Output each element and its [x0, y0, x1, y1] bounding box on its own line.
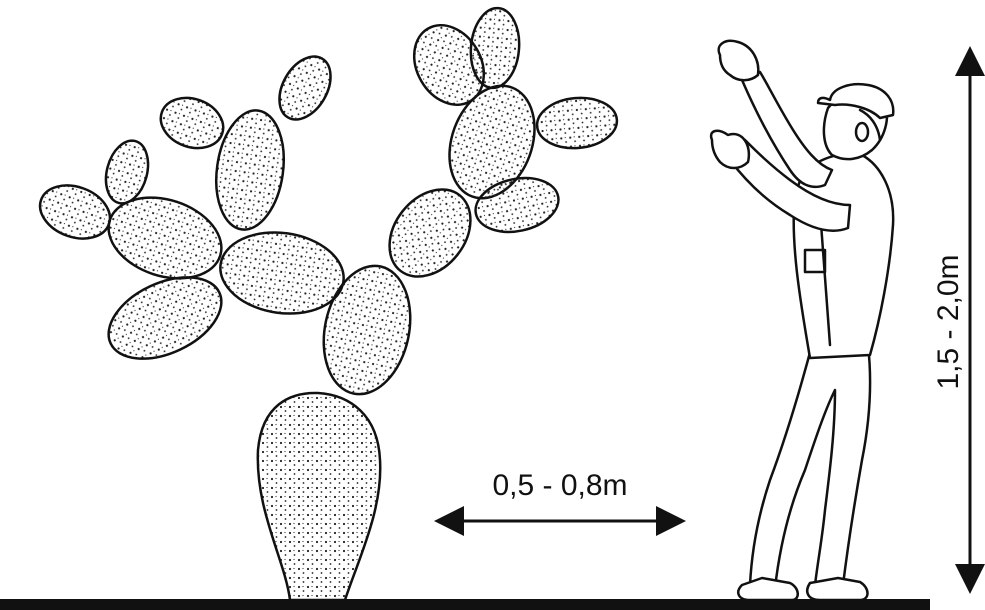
cactus-pad: [468, 6, 523, 90]
height-label: 1,5 - 2,0m: [932, 254, 965, 389]
cactus-pad: [33, 176, 118, 248]
cactus-pad: [535, 95, 619, 152]
worker-hand: [719, 41, 759, 80]
worker-hand: [711, 131, 749, 168]
cactus-pad: [154, 90, 231, 157]
cactus-pad: [269, 48, 341, 129]
height-dimension: 1,5 - 2,0m: [932, 52, 970, 588]
worker-legs: [750, 345, 870, 588]
spacing-label: 0,5 - 0,8m: [492, 469, 627, 502]
worker-shoe: [738, 578, 797, 600]
worker-shoe: [807, 578, 867, 600]
spacing-dimension: 0,5 - 0,8m: [440, 469, 680, 521]
cactus-illustration: [33, 6, 619, 600]
worker-illustration: [711, 41, 893, 600]
cactus-base-pad: [258, 393, 380, 600]
